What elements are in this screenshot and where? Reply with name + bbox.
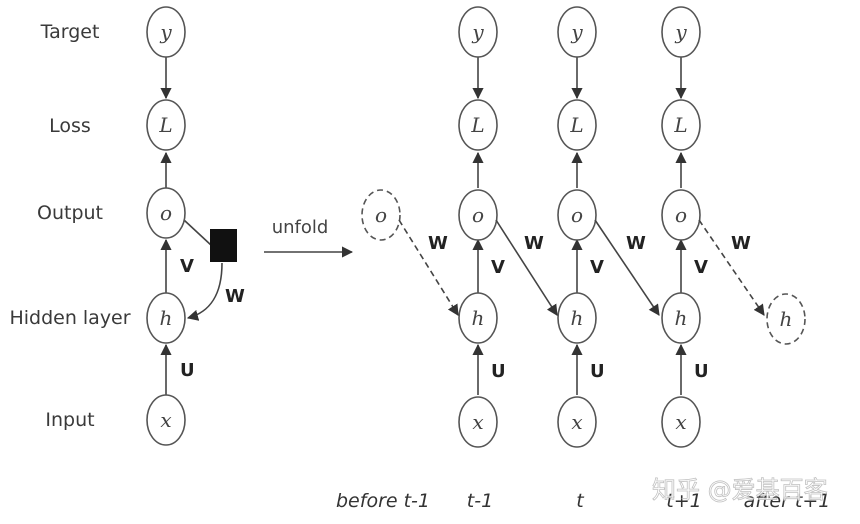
time-label-after: after t+1 — [744, 490, 831, 512]
weight-v-label: V — [590, 257, 604, 278]
weight-v-label: V — [694, 257, 708, 278]
node-output-label: o — [571, 203, 583, 227]
node-target-label: y — [674, 20, 687, 44]
weight-w-t+1: W — [731, 233, 751, 254]
node-hidden — [661, 292, 701, 344]
node-input-label: x — [472, 410, 483, 434]
node-target — [146, 6, 186, 58]
node-output-label: o — [160, 201, 172, 225]
node-loss-label: L — [158, 113, 172, 137]
weight-u-label: U — [180, 360, 195, 381]
weight-v-label: V — [491, 257, 505, 278]
node-hidden-label: h — [472, 306, 485, 330]
node-loss — [661, 99, 701, 151]
weight-u-label: U — [491, 361, 506, 382]
edge-w-t-to-t+1 — [594, 219, 660, 316]
row-label-output: Output — [37, 202, 103, 224]
node-loss-label: L — [673, 113, 687, 137]
node-input — [557, 396, 597, 448]
node-output-label: o — [675, 203, 687, 227]
node-hidden-label: h — [160, 306, 173, 330]
edge-w-before-to-t-1 — [398, 219, 459, 316]
node-output-before-label: o — [375, 203, 387, 227]
row-label-target: Target — [40, 21, 100, 43]
unfolded-rnn: o W y L o h x V U W — [361, 6, 806, 448]
node-output — [146, 187, 186, 239]
node-target — [557, 6, 597, 58]
timestep-t+1: y L o h x V U — [661, 6, 709, 448]
node-loss — [557, 99, 597, 151]
node-input-label: x — [571, 410, 582, 434]
folded-rnn: y L o h x V W U — [146, 6, 245, 446]
unfold-label: unfold — [272, 217, 329, 238]
node-input — [146, 394, 186, 446]
node-hidden — [146, 292, 186, 344]
node-output — [557, 189, 597, 241]
weight-u-label: U — [694, 361, 709, 382]
weight-v-label: V — [180, 256, 194, 277]
node-loss — [458, 99, 498, 151]
node-hidden-after-label: h — [780, 307, 793, 331]
node-loss — [146, 99, 186, 151]
node-loss-label: L — [569, 113, 583, 137]
node-output-before — [361, 189, 401, 241]
node-output — [661, 189, 701, 241]
row-label-loss: Loss — [49, 115, 91, 137]
edge-delay-to-hidden — [186, 262, 223, 321]
delay-block — [210, 229, 237, 262]
node-target — [661, 6, 701, 58]
edge-w-t-1-to-t — [495, 219, 558, 316]
weight-w-t: W — [626, 233, 646, 254]
time-label-t+1: t+1 — [666, 490, 701, 512]
node-output — [458, 189, 498, 241]
node-loss-label: L — [470, 113, 484, 137]
node-input — [458, 396, 498, 448]
timestep-t-1: y L o h x V U — [458, 6, 506, 448]
node-input-label: x — [160, 408, 171, 432]
time-label-before: before t-1 — [336, 490, 430, 512]
node-target-label: y — [570, 20, 583, 44]
node-hidden-after — [766, 293, 806, 345]
node-hidden-label: h — [675, 306, 688, 330]
row-label-input: Input — [45, 409, 94, 431]
weight-w-label: W — [225, 286, 245, 307]
time-label-t: t — [576, 490, 585, 512]
node-output-label: o — [472, 203, 484, 227]
node-input — [661, 396, 701, 448]
node-hidden-label: h — [571, 306, 584, 330]
row-label-hidden: Hidden layer — [9, 307, 130, 329]
watermark: 知乎 @爱基百客 — [652, 476, 828, 504]
node-hidden — [458, 292, 498, 344]
weight-w-t-1: W — [524, 233, 544, 254]
node-target-label: y — [159, 20, 172, 44]
weight-u-label: U — [590, 361, 605, 382]
timestep-t: y L o h x V U — [557, 6, 605, 448]
node-hidden — [557, 292, 597, 344]
node-input-label: x — [675, 410, 686, 434]
time-label-t-1: t-1 — [467, 490, 493, 512]
edge-output-to-delay — [183, 219, 213, 247]
node-target — [458, 6, 498, 58]
node-target-label: y — [471, 20, 484, 44]
weight-w-before: W — [428, 233, 448, 254]
edge-w-t+1-to-after — [698, 219, 765, 316]
